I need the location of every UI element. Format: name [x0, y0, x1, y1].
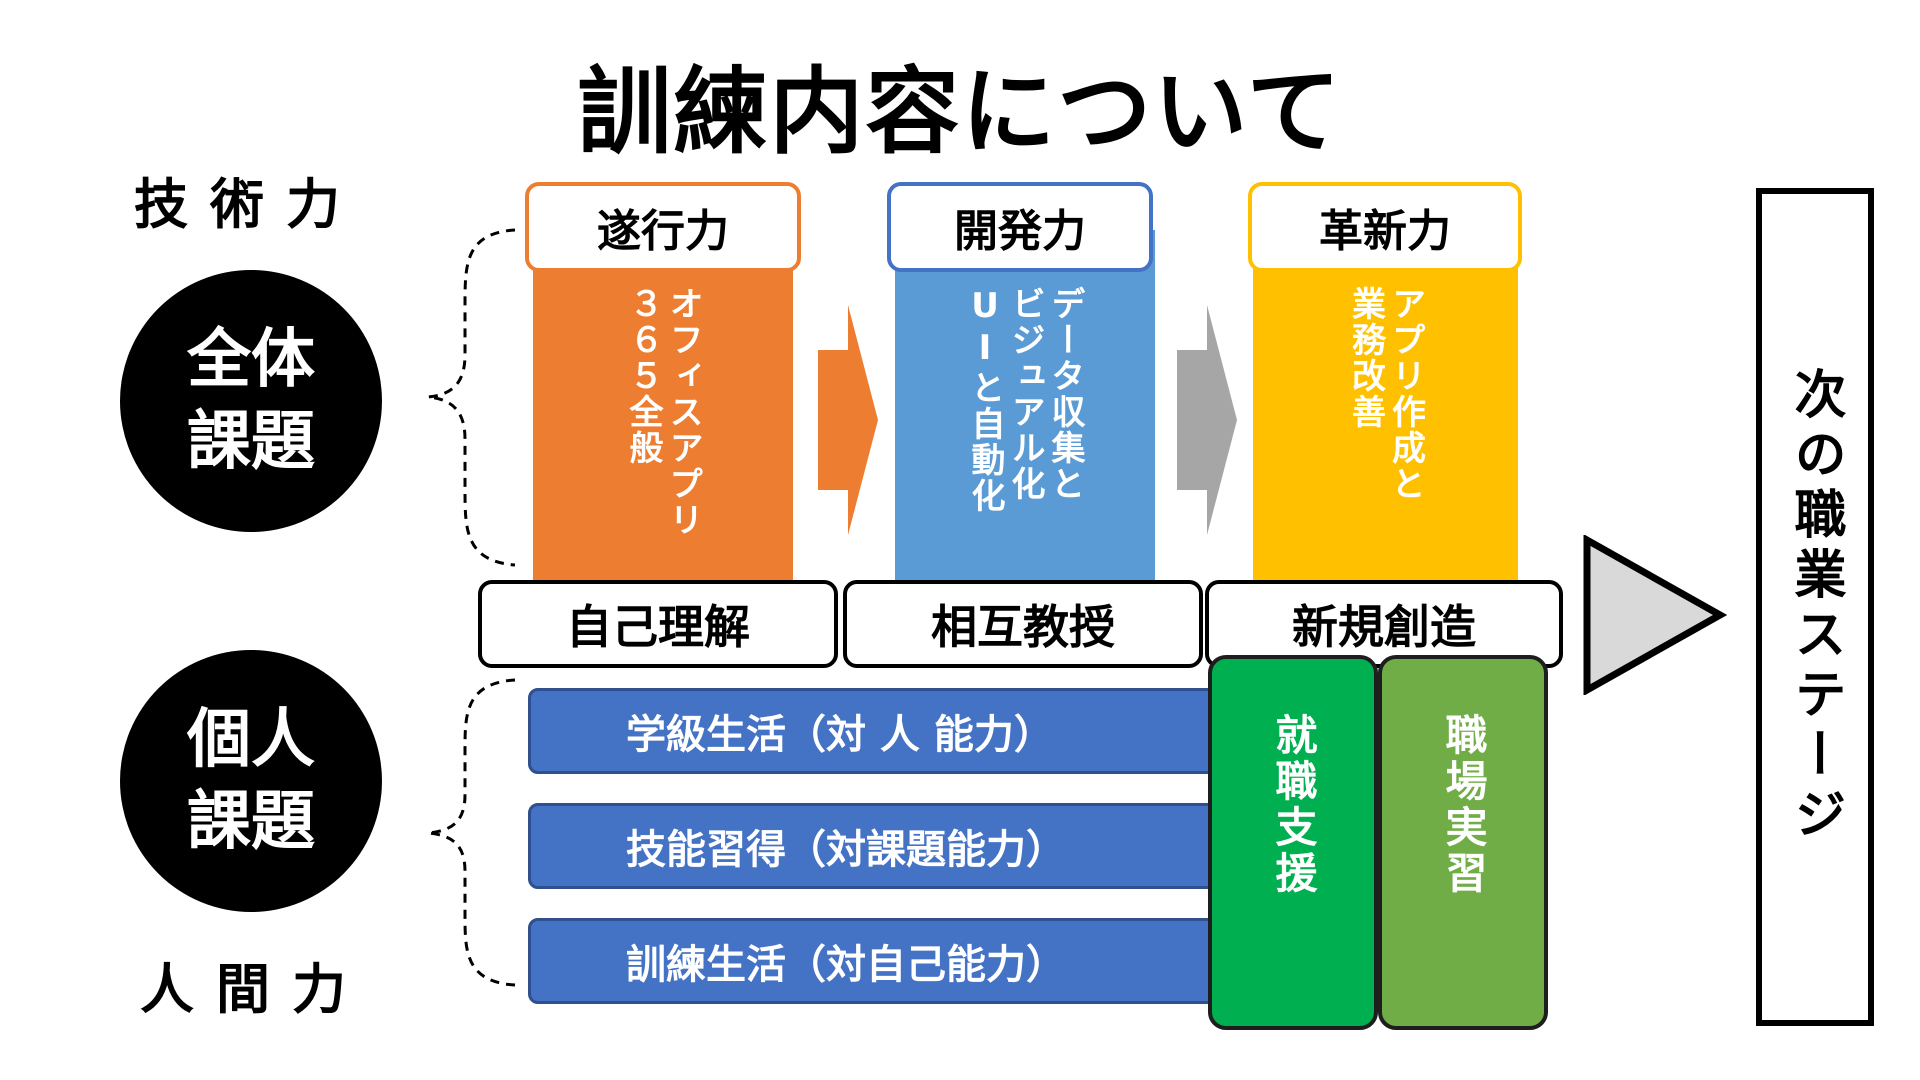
- innovation-column-text: アプリ作成と 業務改善: [1345, 286, 1426, 502]
- execution-column: オフィスアプリ ３６５全般: [533, 230, 793, 590]
- training-life-bar: 訓練生活（対自己能力）: [528, 918, 1228, 1004]
- development-header: 開発力: [887, 182, 1153, 272]
- next-career-stage-box: 次の職業ステージ: [1756, 188, 1874, 1026]
- workplace-training-label: 職場実習: [1439, 713, 1488, 897]
- workplace-training-box: 職場実習: [1378, 655, 1548, 1030]
- innovation-column: アプリ作成と 業務改善: [1253, 230, 1518, 590]
- big-triangle-arrow: [1583, 535, 1727, 695]
- self-understanding-box: 自己理解: [478, 580, 838, 668]
- development-column-text: データ収集と ビジュアル化 UIと自動化: [965, 286, 1085, 514]
- individual-task-label: 個人課題: [187, 703, 315, 859]
- overall-task-label: 全体課題: [187, 323, 315, 479]
- page-title: 訓練内容について: [577, 58, 1343, 167]
- next-career-stage-label: 次の職業ステージ: [1785, 367, 1845, 847]
- employment-support-label: 就職支援: [1269, 713, 1318, 897]
- tech-skill-label: 技術力: [134, 173, 362, 236]
- skill-acquisition-bar: 技能習得（対課題能力）: [528, 803, 1228, 889]
- execution-header: 遂行力: [525, 182, 801, 272]
- new-creation-box: 新規創造: [1205, 580, 1563, 668]
- development-column: データ収集と ビジュアル化 UIと自動化: [895, 230, 1155, 590]
- overall-task-circle: 全体課題: [120, 270, 382, 532]
- individual-brace: [427, 678, 516, 987]
- overall-brace: [427, 228, 516, 567]
- execution-column-text: オフィスアプリ ３６５全般: [623, 286, 703, 538]
- human-skill-label: 人間力: [140, 958, 368, 1021]
- employment-support-box: 就職支援: [1208, 655, 1378, 1030]
- mutual-teaching-box: 相互教授: [843, 580, 1203, 668]
- individual-task-circle: 個人課題: [120, 650, 382, 912]
- orange-arrow: [818, 305, 878, 535]
- innovation-header: 革新力: [1248, 182, 1522, 272]
- class-life-bar: 学級生活（対 人 能力）: [528, 688, 1228, 774]
- gray-arrow: [1177, 305, 1237, 535]
